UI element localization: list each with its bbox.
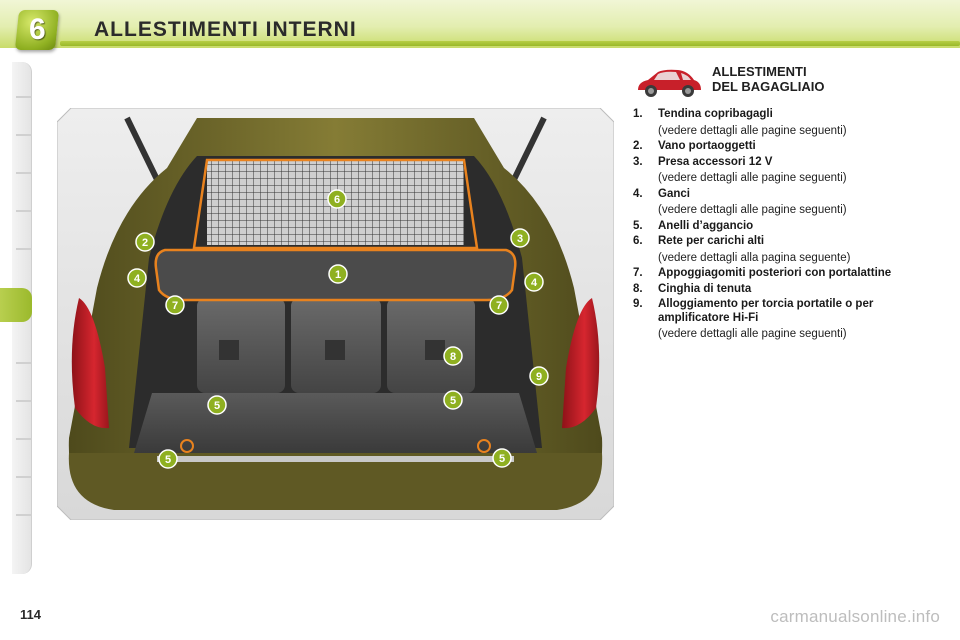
callout-marker: 5 — [158, 449, 178, 469]
chapter-tab-divider — [16, 362, 32, 364]
legend-number: 2. — [633, 140, 643, 152]
legend-label: Cinghia di tenuta — [658, 282, 752, 295]
legend-label: Anelli d’aggancio — [658, 219, 754, 232]
callout-label: 7 — [496, 300, 502, 312]
legend-number: 8. — [633, 282, 643, 295]
legend-list: 1. Tendina copribagagli (vedere dettagli… — [633, 108, 933, 344]
boot-illustration: 1 2 3 4 4 5 5 5 5 6 7 7 8 9 — [57, 108, 614, 520]
callout-label: 4 — [531, 277, 538, 289]
legend-note: (vedere dettagli alle pagine seguenti) — [658, 328, 847, 340]
chapter-tab-divider — [16, 476, 32, 478]
callout-label: 5 — [214, 400, 220, 412]
callout-label: 6 — [334, 194, 340, 206]
callout-label: 5 — [165, 454, 171, 466]
callout-label: 3 — [517, 233, 523, 245]
callout-label: 8 — [450, 351, 456, 363]
callout-marker: 8 — [443, 346, 463, 366]
legend-label: Alloggiamento per torcia portatile o per… — [658, 298, 874, 324]
legend-label: Vano portaoggetti — [658, 140, 756, 152]
legend-number: 7. — [633, 267, 643, 279]
callout-label: 4 — [134, 273, 141, 285]
legend-label: Appoggiagomiti posteriori con portalatti… — [658, 267, 892, 279]
chapter-tab-divider — [16, 248, 32, 250]
legend-item: 5. Anelli d’aggancio — [633, 220, 933, 234]
callout-label: 1 — [335, 269, 341, 281]
legend-label: Ganci — [658, 187, 690, 200]
legend-label: Presa accessori 12 V — [658, 155, 773, 168]
legend-item: 4. Ganci (vedere dettagli alle pagine se… — [633, 188, 933, 218]
chapter-tab-divider — [16, 514, 32, 516]
page-title: ALLESTIMENTI INTERNI — [94, 18, 357, 41]
callout-marker: 5 — [492, 448, 512, 468]
chapter-tab-divider — [16, 172, 32, 174]
callout-marker: 4 — [524, 272, 544, 292]
callout-label: 7 — [172, 300, 178, 312]
callout-marker: 3 — [510, 228, 530, 248]
boot-illustration-svg: 1 2 3 4 4 5 5 5 5 6 7 7 8 9 — [57, 108, 614, 520]
legend-item: 2. Vano portaoggetti — [633, 140, 933, 154]
footer-watermark: carmanualsonline.info — [770, 607, 940, 626]
callout-marker: 9 — [529, 366, 549, 386]
chapter-number: 6 — [28, 13, 46, 46]
legend-item: 9. Alloggiamento per torcia portatile o … — [633, 298, 933, 342]
page-header — [0, 0, 960, 48]
chapter-tab-divider — [16, 210, 32, 212]
callout-label: 9 — [536, 371, 542, 383]
callout-label: 5 — [450, 395, 456, 407]
legend-item: 6. Rete per carichi alti (vedere dettagl… — [633, 235, 933, 265]
chapter-badge: 6 — [14, 10, 60, 50]
legend-note: (vedere dettagli alle pagine seguenti) — [658, 124, 847, 137]
legend-item: 8. Cinghia di tenuta — [633, 283, 933, 297]
callout-label: 5 — [499, 453, 505, 465]
callout-markers: 1 2 3 4 4 5 5 5 5 6 7 7 8 9 — [127, 189, 549, 469]
callout-marker: 5 — [443, 390, 463, 410]
chapter-tab-divider — [16, 400, 32, 402]
callout-label: 2 — [142, 237, 148, 249]
chapter-tab-divider — [16, 438, 32, 440]
legend-number: 5. — [633, 219, 643, 232]
red-car-icon — [634, 66, 704, 100]
legend-number: 9. — [633, 298, 643, 310]
chapter-tab-active[interactable] — [0, 288, 32, 322]
callout-marker: 2 — [135, 232, 155, 252]
legend-note: (vedere dettagli alla pagina seguente) — [658, 251, 851, 264]
legend-number: 3. — [633, 155, 643, 168]
callout-marker: 4 — [127, 268, 147, 288]
legend-item: 3. Presa accessori 12 V (vedere dettagli… — [633, 156, 933, 186]
section-title-line: DEL BAGAGLIAIO — [712, 79, 825, 94]
chapter-tab-divider — [16, 96, 32, 98]
legend-note: (vedere dettagli alle pagine seguenti) — [658, 204, 847, 216]
header-rule — [60, 41, 960, 46]
callout-marker: 6 — [327, 189, 347, 209]
section-title: ALLESTIMENTI DEL BAGAGLIAIO — [712, 64, 824, 94]
callout-marker: 7 — [165, 295, 185, 315]
chapter-tabs — [0, 62, 34, 574]
legend-note: (vedere dettagli alle pagine seguenti) — [658, 172, 847, 184]
legend-label: Tendina copribagagli — [658, 108, 773, 120]
legend-item: 1. Tendina copribagagli (vedere dettagli… — [633, 108, 933, 138]
legend-item: 7. Appoggiagomiti posteriori con portala… — [633, 267, 933, 281]
legend-number: 1. — [633, 108, 643, 120]
legend-number: 6. — [633, 235, 643, 247]
section-title-line: ALLESTIMENTI — [712, 64, 807, 79]
page-number: 114 — [20, 607, 41, 622]
legend-label: Rete per carichi alti — [658, 235, 765, 247]
callout-marker: 1 — [328, 264, 348, 284]
chapter-tab-divider — [16, 134, 32, 136]
callout-marker: 7 — [489, 295, 509, 315]
callout-marker: 5 — [207, 395, 227, 415]
legend-number: 4. — [633, 187, 643, 200]
